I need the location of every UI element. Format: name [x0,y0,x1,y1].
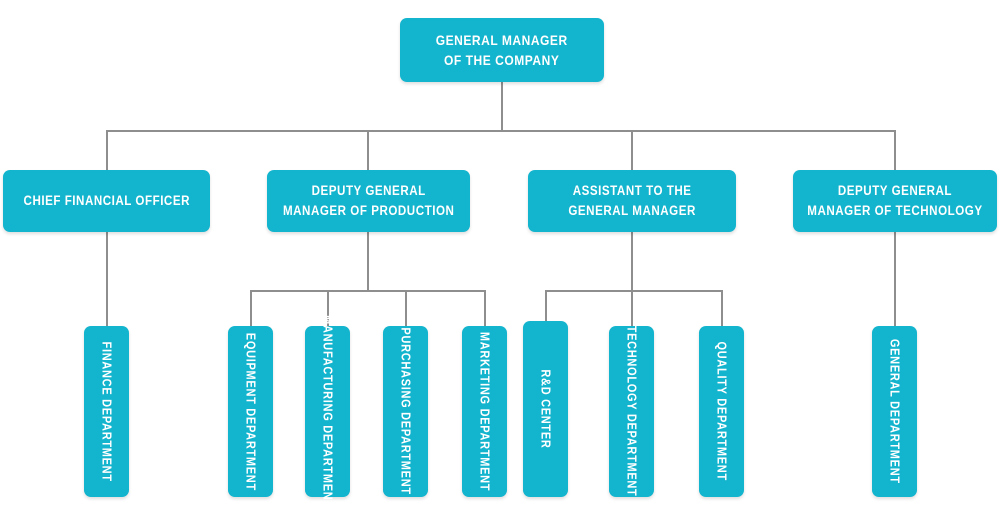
node-technology-department-label: TECHNOLOGY DEPARTMENT [624,326,639,497]
node-quality-department[interactable]: QUALITY DEPARTMENT [699,326,744,497]
connector-level2-bus [106,130,896,132]
node-rnd-center[interactable]: R&D CENTER [523,321,568,497]
connector-drop-dgm-tech [894,130,896,171]
connector-production-bus [250,290,486,292]
node-manufacturing-department-label: MANUFACTURING DEPARTMENT [320,315,335,508]
node-manufacturing-department[interactable]: MANUFACTURING DEPARTMENT [305,315,350,508]
connector-drop-manufacturing [327,290,329,327]
node-technology-department[interactable]: TECHNOLOGY DEPARTMENT [609,326,654,497]
node-deputy-general-manager-production-label: DEPUTY GENERAL MANAGER OF PRODUCTION [282,183,455,218]
node-deputy-general-manager-technology-label: DEPUTY GENERAL MANAGER OF TECHNOLOGY [807,183,983,218]
connector-drop-equipment [250,290,252,327]
connector-dgm-tech-to-general [894,232,896,327]
node-assistant-to-general-manager[interactable]: ASSISTANT TO THE GENERAL MANAGER [528,170,736,232]
node-rnd-center-label: R&D CENTER [538,369,553,449]
connector-drop-purchasing [405,290,407,327]
node-purchasing-department[interactable]: PURCHASING DEPARTMENT [383,326,428,497]
connector-drop-cfo [106,130,108,171]
node-general-manager[interactable]: GENERAL MANAGER OF THE COMPANY [400,18,604,82]
connector-drop-dgm-prod [367,130,369,171]
node-deputy-general-manager-production[interactable]: DEPUTY GENERAL MANAGER OF PRODUCTION [267,170,470,232]
connector-drop-asst-gm [631,130,633,171]
node-chief-financial-officer[interactable]: CHIEF FINANCIAL OFFICER [3,170,210,232]
node-equipment-department[interactable]: EQUIPMENT DEPARTMENT [228,326,273,497]
connector-assistant-bus [545,290,723,292]
connector-drop-technology [631,290,633,327]
node-general-department[interactable]: GENERAL DEPARTMENT [872,326,917,497]
connector-dgm-prod-stem [367,232,369,291]
node-deputy-general-manager-technology[interactable]: DEPUTY GENERAL MANAGER OF TECHNOLOGY [793,170,997,232]
connector-gm-stem [501,82,503,131]
node-quality-department-label: QUALITY DEPARTMENT [714,341,729,482]
node-chief-financial-officer-label: CHIEF FINANCIAL OFFICER [23,193,190,209]
node-finance-department[interactable]: FINANCE DEPARTMENT [84,326,129,497]
node-general-department-label: GENERAL DEPARTMENT [887,339,902,484]
node-assistant-to-general-manager-label: ASSISTANT TO THE GENERAL MANAGER [568,183,696,218]
connector-drop-marketing [484,290,486,327]
node-general-manager-label: GENERAL MANAGER OF THE COMPANY [436,31,568,68]
node-marketing-department[interactable]: MARKETING DEPARTMENT [462,326,507,497]
node-finance-department-label: FINANCE DEPARTMENT [99,341,114,482]
connector-drop-rnd [545,290,547,322]
connector-cfo-to-finance [106,232,108,327]
node-purchasing-department-label: PURCHASING DEPARTMENT [398,327,413,496]
node-marketing-department-label: MARKETING DEPARTMENT [477,331,492,492]
connector-drop-quality [721,290,723,327]
node-equipment-department-label: EQUIPMENT DEPARTMENT [243,332,258,491]
connector-asst-gm-stem [631,232,633,291]
